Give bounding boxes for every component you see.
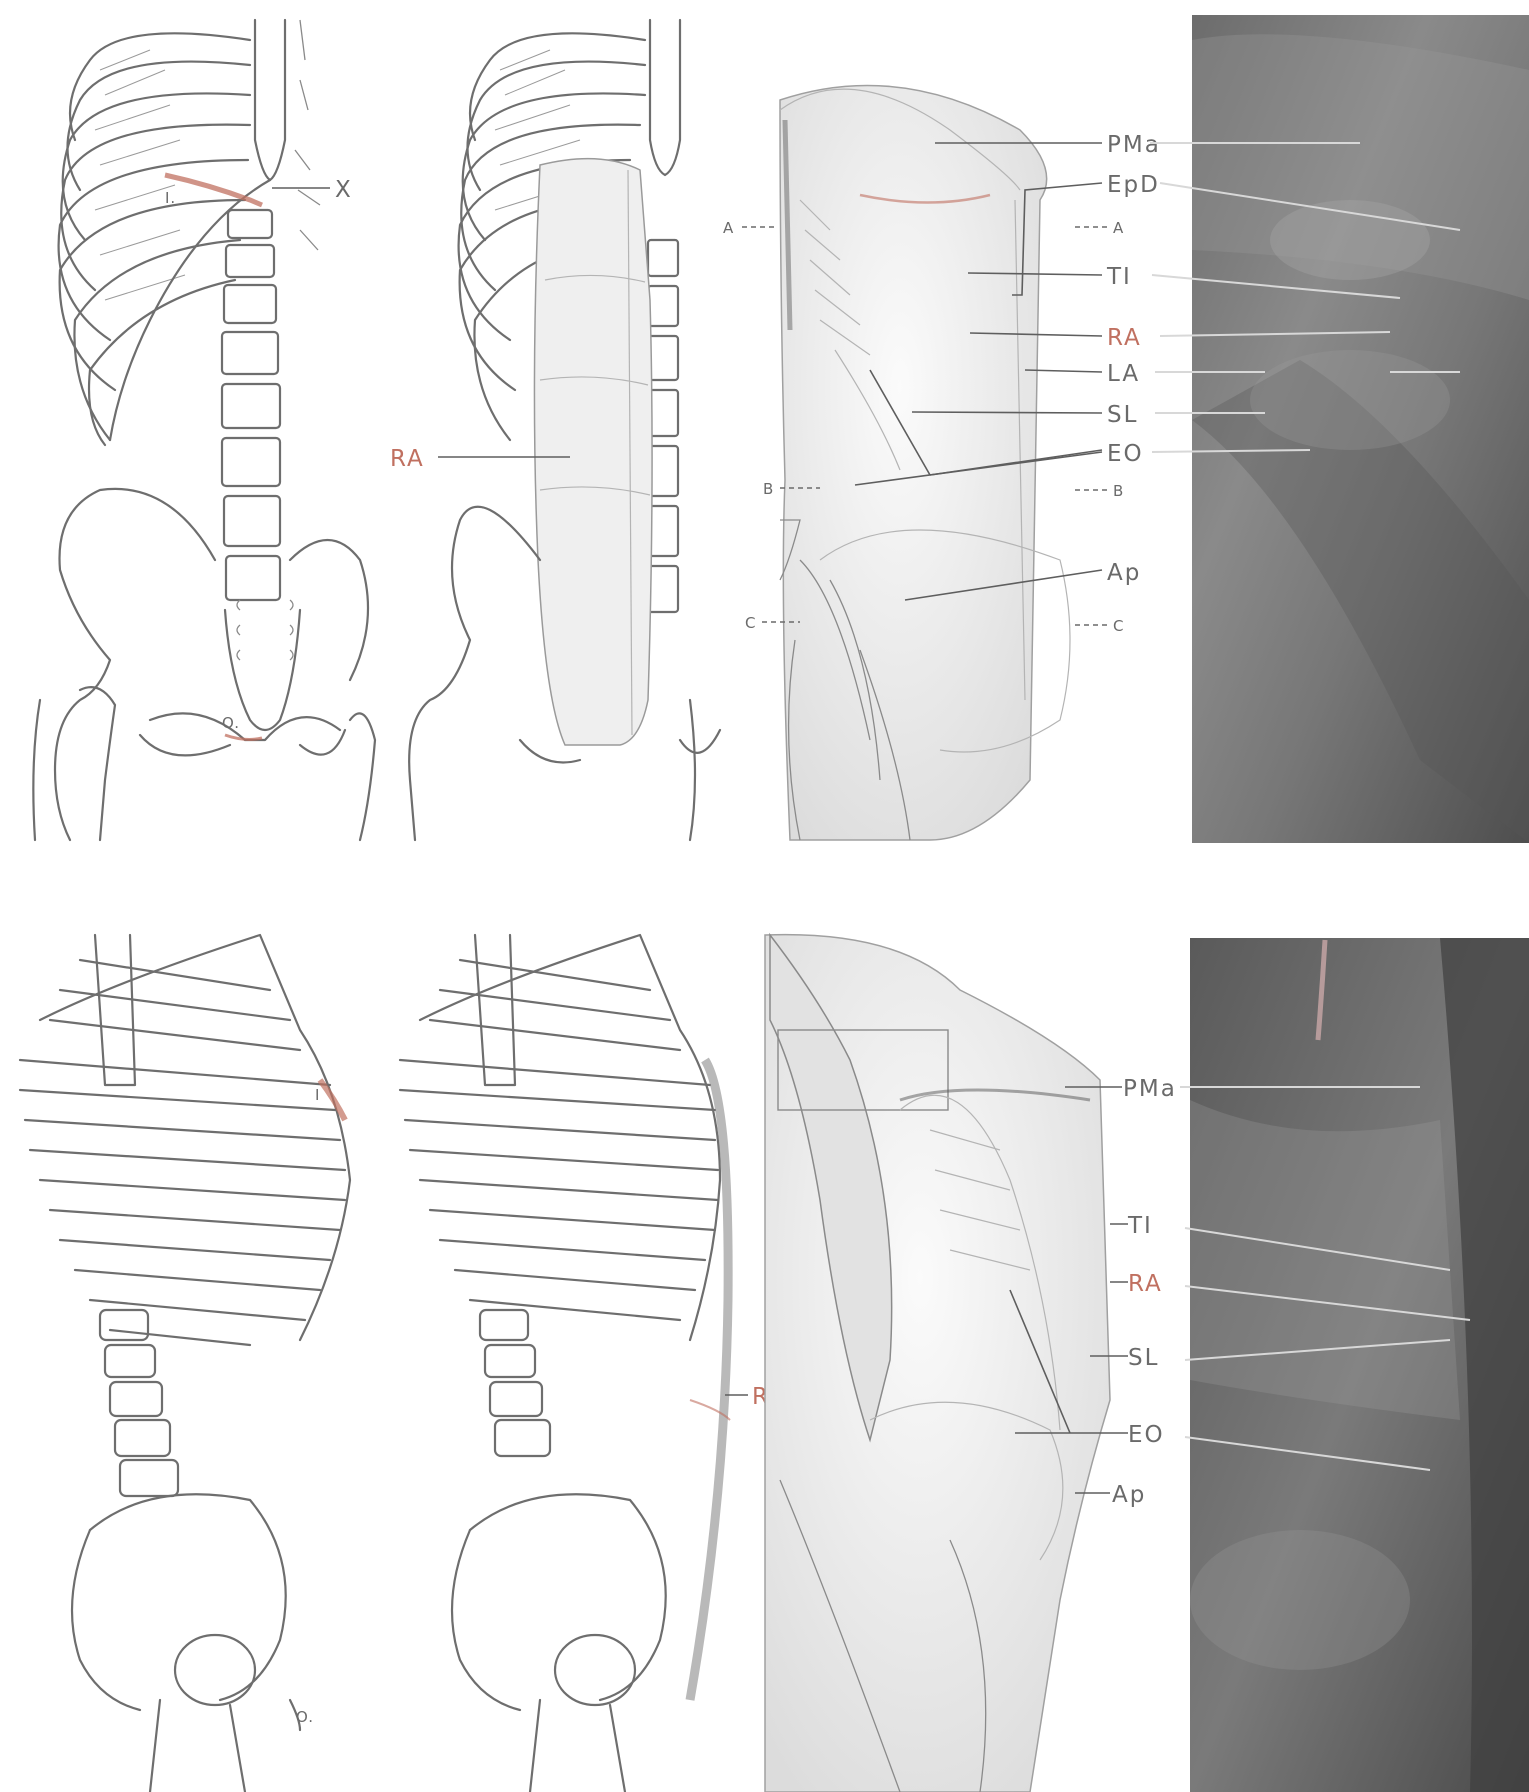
marker-b-right: B	[1113, 482, 1124, 500]
label-pma-bottom: PMa	[1123, 1076, 1177, 1102]
label-insertion-bottom: I	[315, 1086, 320, 1104]
label-origin-bottom: O.	[296, 1708, 314, 1726]
label-sl-top: SL	[1107, 402, 1138, 428]
label-la-top: LA	[1107, 361, 1140, 387]
bottom-photo	[1180, 938, 1529, 1792]
marker-a-left: A	[723, 219, 734, 237]
label-epd-top: EpD	[1107, 172, 1160, 198]
top-photo	[1150, 15, 1529, 843]
label-ap-bottom: Ap	[1112, 1482, 1146, 1508]
marker-a-right: A	[1113, 219, 1124, 237]
label-x: X	[335, 177, 353, 203]
label-ti-bottom: TI	[1127, 1213, 1153, 1239]
top-skeleton-front: X I. O.	[33, 20, 375, 840]
label-pma-top: PMa	[1107, 132, 1161, 158]
label-insertion: I.	[165, 189, 176, 207]
bottom-surface-drawing	[765, 935, 1110, 1792]
label-ra-top-overlay: RA	[390, 446, 425, 472]
label-ra-top: RA	[1107, 325, 1142, 351]
label-eo-bottom: EO	[1128, 1422, 1165, 1448]
label-sl-bottom: SL	[1128, 1345, 1159, 1371]
label-origin: O.	[222, 714, 240, 732]
top-skeleton-muscle: RA	[390, 20, 720, 840]
bottom-skeleton-side: I O.	[20, 935, 350, 1792]
label-ap-top: Ap	[1107, 560, 1141, 586]
label-eo-top: EO	[1107, 441, 1144, 467]
marker-b-left: B	[763, 480, 774, 498]
label-ti-top: TI	[1106, 264, 1132, 290]
bottom-surface-labels: PMa TI RA SL EO Ap	[1112, 1076, 1177, 1508]
marker-c-right: C	[1113, 617, 1124, 635]
bottom-skeleton-muscle: RA	[400, 935, 787, 1792]
marker-c-left: C	[745, 614, 756, 632]
label-ra-bottom: RA	[1128, 1271, 1163, 1297]
